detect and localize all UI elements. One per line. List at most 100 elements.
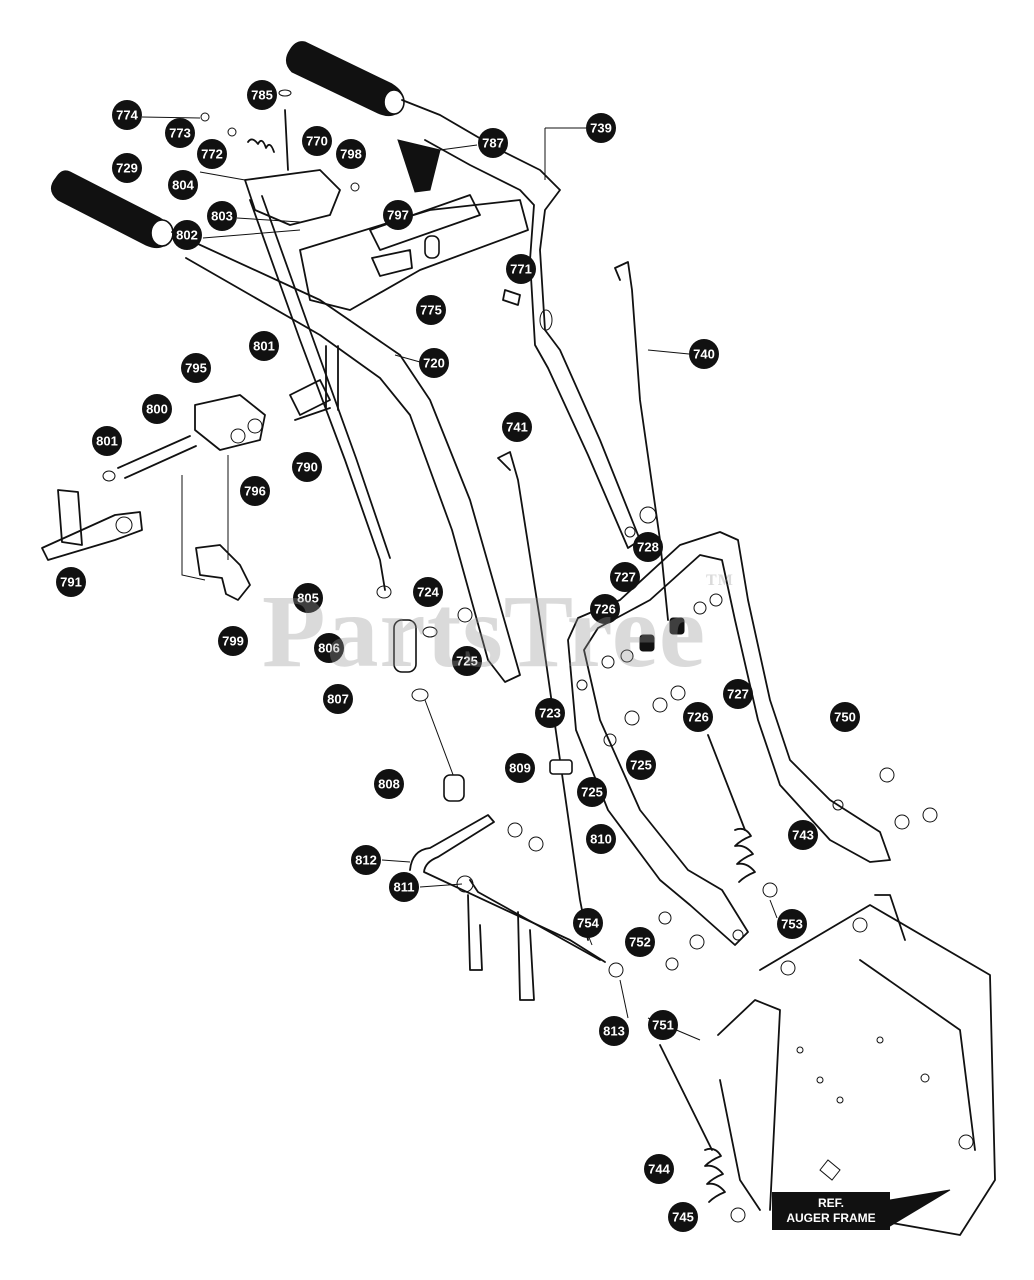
reference-line-1: REF.	[817, 1196, 844, 1210]
part-callout-number: 727	[614, 570, 636, 585]
part-callout-753[interactable]: 753	[777, 909, 807, 939]
part-callout-number: 751	[652, 1018, 674, 1033]
part-callout-number: 727	[727, 687, 749, 702]
part-callout-790[interactable]: 790	[292, 452, 322, 482]
part-callout-785[interactable]: 785	[247, 80, 277, 110]
part-callout-number: 791	[60, 575, 82, 590]
part-callout-725[interactable]: 725	[626, 750, 656, 780]
part-callout-813[interactable]: 813	[599, 1016, 629, 1046]
part-callout-803[interactable]: 803	[207, 201, 237, 231]
part-callout-807[interactable]: 807	[323, 684, 353, 714]
part-callout-badge	[478, 128, 508, 158]
part-callout-775[interactable]: 775	[416, 295, 446, 325]
part-callout-744[interactable]: 744	[644, 1154, 674, 1184]
part-callout-badge	[586, 824, 616, 854]
part-callout-805[interactable]: 805	[293, 583, 323, 613]
part-callout-number: 724	[417, 585, 439, 600]
part-callout-723[interactable]: 723	[535, 698, 565, 728]
part-callout-741[interactable]: 741	[502, 412, 532, 442]
part-callout-800[interactable]: 800	[142, 394, 172, 424]
part-callout-770[interactable]: 770	[302, 126, 332, 156]
part-callout-badge	[644, 1154, 674, 1184]
part-callout-badge	[599, 1016, 629, 1046]
part-callout-number: 725	[456, 654, 478, 669]
part-callout-badge	[92, 426, 122, 456]
part-callout-773[interactable]: 773	[165, 118, 195, 148]
part-callout-badge	[452, 646, 482, 676]
part-callout-754[interactable]: 754	[573, 908, 603, 938]
part-callout-725[interactable]: 725	[577, 777, 607, 807]
part-callout-772[interactable]: 772	[197, 139, 227, 169]
part-callout-750[interactable]: 750	[830, 702, 860, 732]
part-callout-752[interactable]: 752	[625, 927, 655, 957]
part-callout-badge	[419, 348, 449, 378]
part-callout-810[interactable]: 810	[586, 824, 616, 854]
part-callout-739[interactable]: 739	[586, 113, 616, 143]
part-callout-number: 801	[253, 339, 275, 354]
part-callout-801[interactable]: 801	[92, 426, 122, 456]
part-callout-badge	[689, 339, 719, 369]
part-callout-804[interactable]: 804	[168, 170, 198, 200]
part-callout-726[interactable]: 726	[590, 594, 620, 624]
part-callout-801[interactable]: 801	[249, 331, 279, 361]
part-callout-802[interactable]: 802	[172, 220, 202, 250]
part-callout-number: 801	[96, 434, 118, 449]
part-callout-727[interactable]: 727	[610, 562, 640, 592]
part-callout-771[interactable]: 771	[506, 254, 536, 284]
part-callout-791[interactable]: 791	[56, 567, 86, 597]
part-callout-number: 728	[637, 540, 659, 555]
part-callout-badge	[314, 633, 344, 663]
part-callout-number: 753	[781, 917, 803, 932]
part-callout-798[interactable]: 798	[336, 139, 366, 169]
part-callout-808[interactable]: 808	[374, 769, 404, 799]
handle-lock-bracket	[200, 89, 360, 226]
part-callout-badge	[181, 353, 211, 383]
part-callout-badge	[505, 753, 535, 783]
part-callout-badge	[172, 220, 202, 250]
part-callout-774[interactable]: 774	[112, 100, 142, 130]
part-callout-badge	[648, 1010, 678, 1040]
part-callout-751[interactable]: 751	[648, 1010, 678, 1040]
part-callout-number: 739	[590, 121, 612, 136]
part-callout-796[interactable]: 796	[240, 476, 270, 506]
part-callout-727[interactable]: 727	[723, 679, 753, 709]
part-callout-728[interactable]: 728	[633, 532, 663, 562]
part-callout-badge	[293, 583, 323, 613]
part-callout-number: 787	[482, 136, 504, 151]
part-callout-740[interactable]: 740	[689, 339, 719, 369]
part-callout-number: 813	[603, 1024, 625, 1039]
part-callout-number: 809	[509, 761, 531, 776]
part-callout-809[interactable]: 809	[505, 753, 535, 783]
part-callout-720[interactable]: 720	[419, 348, 449, 378]
part-callout-743[interactable]: 743	[788, 820, 818, 850]
part-callout-badge	[625, 927, 655, 957]
control-rods	[249, 195, 669, 941]
reference-line-2: AUGER FRAME	[786, 1211, 876, 1225]
part-callout-badge	[413, 577, 443, 607]
part-callout-badge	[788, 820, 818, 850]
part-callout-number: 750	[834, 710, 856, 725]
part-callout-726[interactable]: 726	[683, 702, 713, 732]
part-callout-724[interactable]: 724	[413, 577, 443, 607]
part-callout-number: 771	[510, 262, 532, 277]
part-callout-badge	[207, 201, 237, 231]
part-callout-number: 770	[306, 134, 328, 149]
part-callout-number: 808	[378, 777, 400, 792]
part-callout-799[interactable]: 799	[218, 626, 248, 656]
part-callout-795[interactable]: 795	[181, 353, 211, 383]
part-callout-812[interactable]: 812	[351, 845, 381, 875]
part-callout-729[interactable]: 729	[112, 153, 142, 183]
part-callout-745[interactable]: 745	[668, 1202, 698, 1232]
part-callout-number: 743	[792, 828, 814, 843]
part-callout-725[interactable]: 725	[452, 646, 482, 676]
part-callout-787[interactable]: 787	[478, 128, 508, 158]
part-callout-797[interactable]: 797	[383, 200, 413, 230]
part-callout-number: 725	[581, 785, 603, 800]
part-callout-number: 790	[296, 460, 318, 475]
part-callout-badge	[142, 394, 172, 424]
part-callout-811[interactable]: 811	[389, 872, 419, 902]
part-callout-badge	[577, 777, 607, 807]
part-callout-806[interactable]: 806	[314, 633, 344, 663]
